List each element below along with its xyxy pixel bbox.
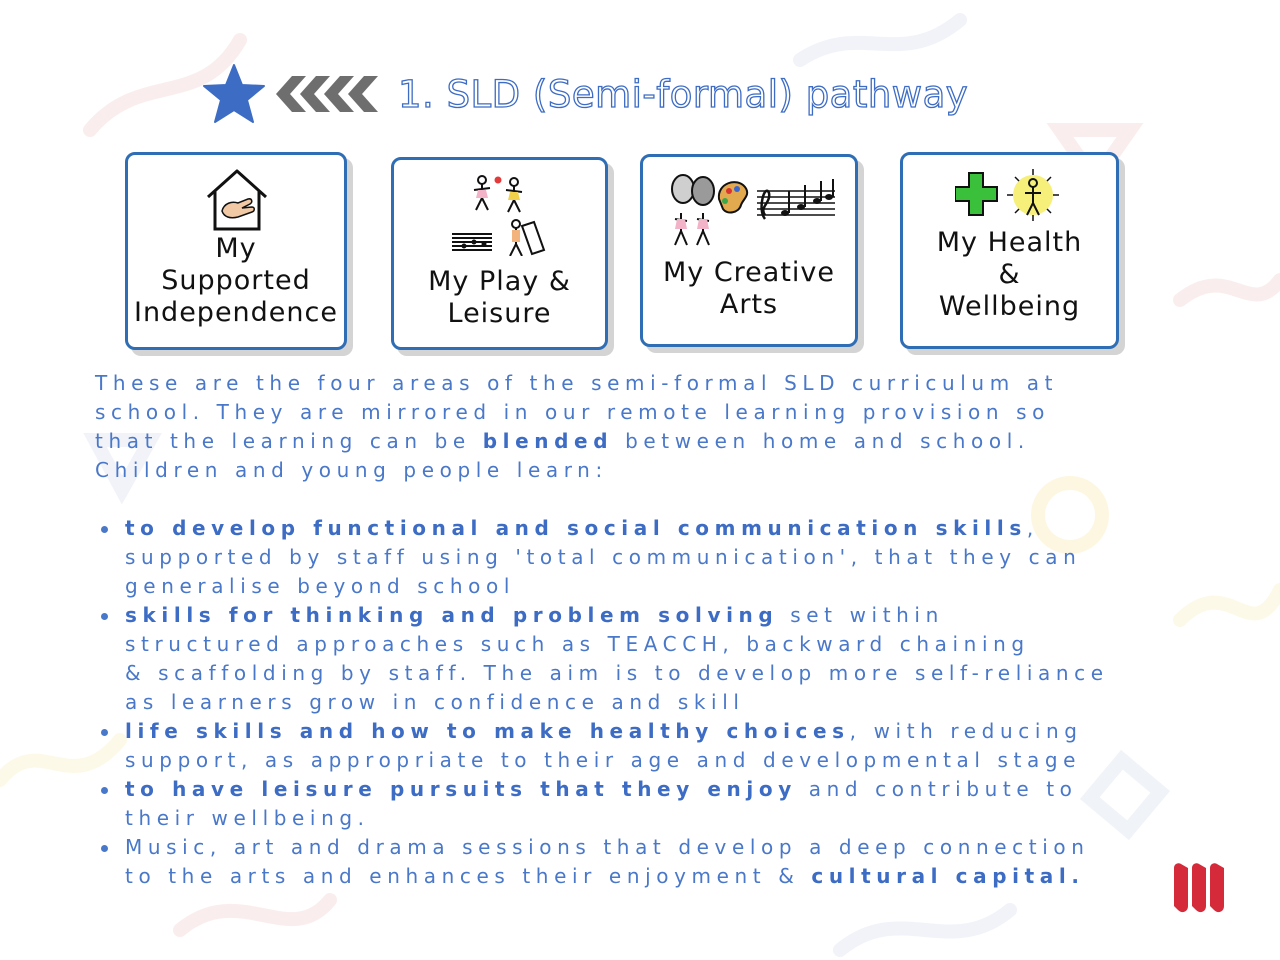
bullet-line: to the arts and enhances their enjoyment… <box>125 862 1205 891</box>
body-text: These are the four areas of the semi-for… <box>95 369 1205 891</box>
bullet-line: support, as appropriate to their age and… <box>125 748 1082 772</box>
intro-bold: blended <box>482 429 614 453</box>
school-logo-icon <box>1174 863 1224 913</box>
bullet-dot <box>101 729 108 736</box>
intro-line: school. They are mirrored in our remote … <box>95 400 1050 424</box>
bullet-bold: to have leisure pursuits that they enjoy <box>125 777 797 801</box>
card-creative-arts: My Creative Arts <box>640 154 858 347</box>
intro-line: that the learning can be blended between… <box>95 427 1205 456</box>
bullet-line: to develop functional and social communi… <box>125 514 1205 543</box>
bullet-line: & scaffolding by staff. The aim is to de… <box>125 661 1109 685</box>
card-label-line: My Creative <box>662 257 836 288</box>
card-label-line: My <box>215 233 257 264</box>
card-label-line: Leisure <box>447 298 552 329</box>
bullet-bold: life skills and how to make healthy choi… <box>125 719 850 743</box>
card-play-leisure: My Play & Leisure <box>391 157 608 350</box>
chevrons-left-icon <box>276 76 378 112</box>
bullet-line: generalise beyond school <box>125 574 515 598</box>
bullet-bold: skills for thinking and problem solving <box>125 603 779 627</box>
intro-text: between home and school. <box>613 429 1030 453</box>
bullet-dot <box>101 787 108 794</box>
bullet-line: to have leisure pursuits that they enjoy… <box>125 775 1205 804</box>
card-label-line: & <box>998 259 1021 290</box>
health-wellbeing-icon <box>955 169 1059 221</box>
card-label-line: Supported <box>161 265 311 296</box>
bullet-text: and contribute to <box>796 777 1078 801</box>
bullet-line: Music, art and drama sessions that devel… <box>125 835 1090 859</box>
bullet-text: , <box>1026 516 1039 540</box>
bullet-line: as learners grow in confidence and skill <box>125 690 745 714</box>
bullet-line: structured approaches such as TEACCH, ba… <box>125 632 1030 656</box>
bullet-dot <box>101 526 108 533</box>
list-item: to develop functional and social communi… <box>95 514 1205 601</box>
list-item: Music, art and drama sessions that devel… <box>95 833 1205 891</box>
intro-text: that the learning can be <box>95 429 483 453</box>
list-item: skills for thinking and problem solving … <box>95 601 1205 717</box>
play-leisure-icon <box>452 175 546 256</box>
card-health-wellbeing: My Health & Wellbeing <box>900 152 1119 349</box>
list-item: to have leisure pursuits that they enjoy… <box>95 775 1205 833</box>
intro-line: These are the four areas of the semi-for… <box>95 371 1059 395</box>
bullet-line: skills for thinking and problem solving … <box>125 601 1205 630</box>
bullet-dot <box>101 613 108 620</box>
page-header: 1. SLD (Semi-formal) pathway <box>202 62 968 126</box>
bullet-line: life skills and how to make healthy choi… <box>125 717 1205 746</box>
bullet-line: their wellbeing. <box>125 806 370 830</box>
hand-in-house-icon <box>206 169 268 231</box>
creative-arts-icon <box>671 174 835 246</box>
bullet-text: to the arts and enhances their enjoyment… <box>125 864 812 888</box>
card-label-line: Arts <box>719 289 779 320</box>
bullet-list: to develop functional and social communi… <box>95 514 1205 891</box>
card-label-line: My Health <box>936 227 1083 258</box>
bullet-text: , with reducing <box>849 719 1083 743</box>
card-supported-independence: My Supported Independence <box>125 152 347 350</box>
bullet-dot <box>101 845 108 852</box>
star-icon <box>203 64 265 123</box>
bullet-bold: cultural capital. <box>811 864 1085 888</box>
card-label-line: My Play & <box>428 266 571 297</box>
page-title: 1. SLD (Semi-formal) pathway <box>397 72 969 116</box>
bullet-line: supported by staff using 'total communic… <box>125 545 1082 569</box>
bullet-bold: to develop functional and social communi… <box>125 516 1027 540</box>
intro-line: Children and young people learn: <box>95 458 608 482</box>
bullet-text: set within <box>778 603 944 627</box>
card-label-line: Wellbeing <box>938 291 1081 322</box>
card-label-line: Independence <box>133 297 338 328</box>
list-item: life skills and how to make healthy choi… <box>95 717 1205 775</box>
intro-paragraph: These are the four areas of the semi-for… <box>95 369 1205 485</box>
